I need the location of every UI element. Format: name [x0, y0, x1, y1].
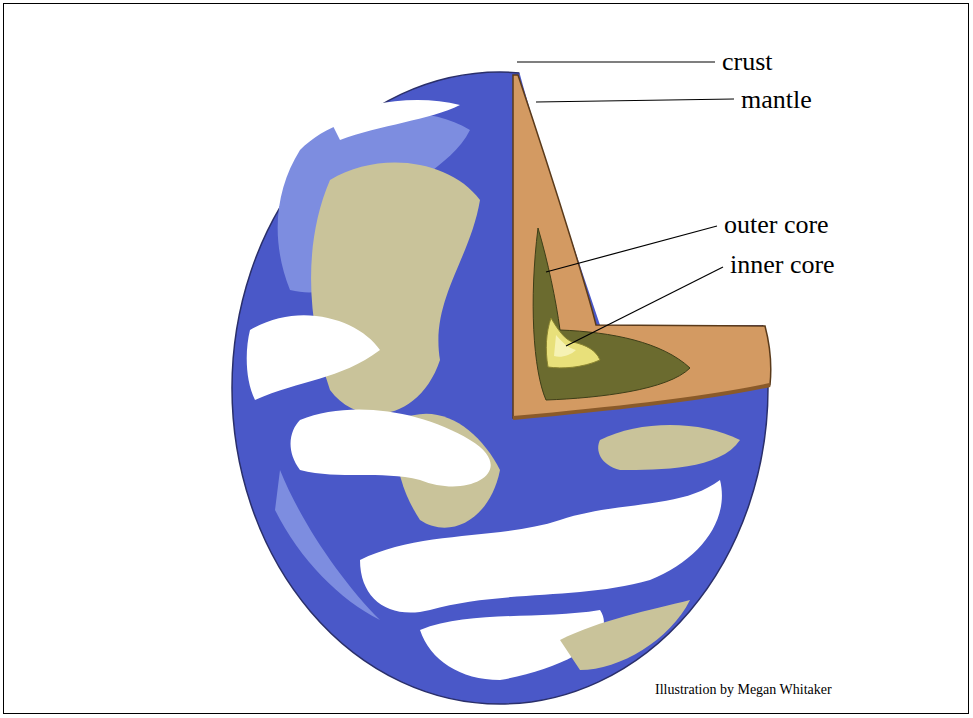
credit-note: Illustration by Megan Whitaker	[655, 683, 832, 697]
leader-lines	[517, 62, 734, 346]
part-label: mantle	[741, 87, 812, 113]
leader-line	[536, 99, 734, 102]
cut-faces	[513, 75, 771, 418]
frame	[4, 4, 969, 714]
leader-line	[546, 226, 717, 272]
leader-line	[566, 267, 723, 346]
leader-line	[517, 61, 715, 62]
part-label: crust	[722, 49, 773, 75]
part-label: inner core	[730, 252, 835, 278]
part-label: outer core	[724, 212, 829, 238]
